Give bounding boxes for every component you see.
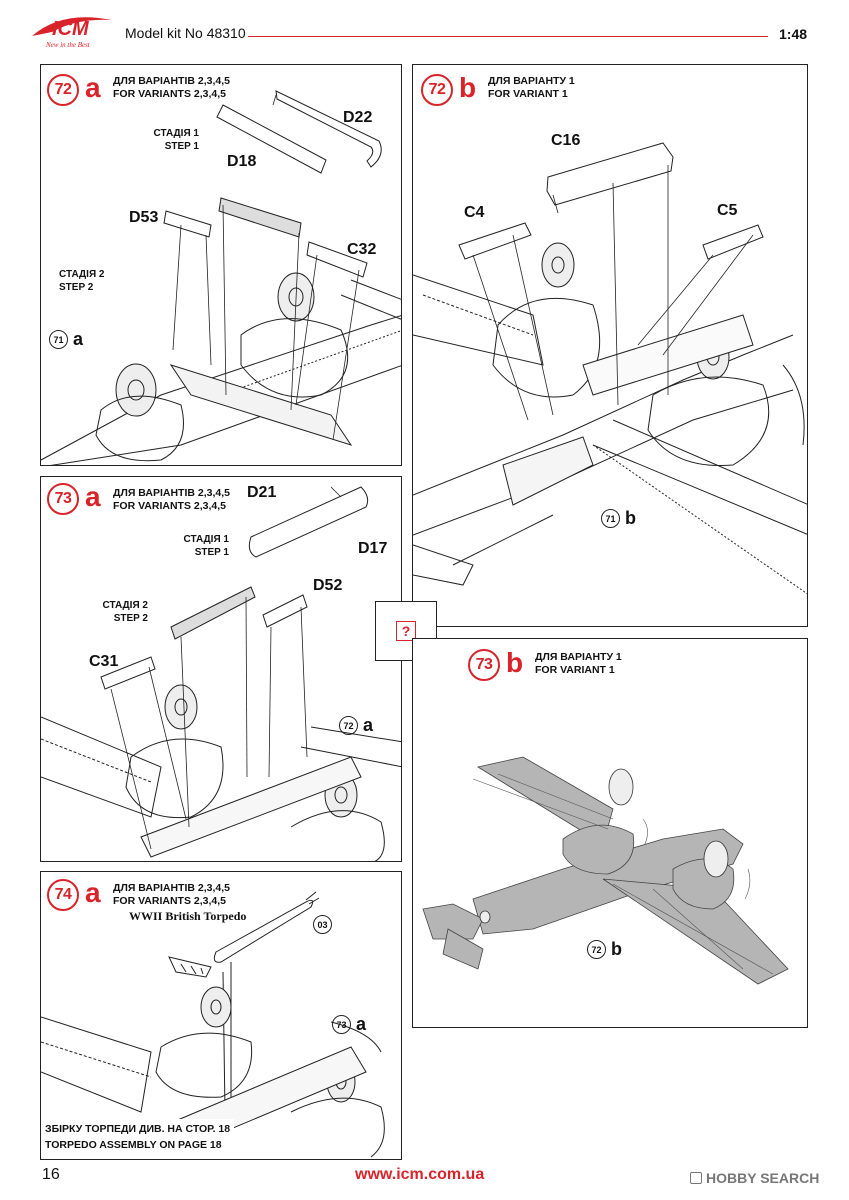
step-letter: b [459,72,477,103]
part-label-d52: D52 [313,577,343,594]
step-number-badge: 73 [468,649,500,681]
part-label-d53: D53 [129,209,159,226]
step-letter: a [85,72,101,103]
website-link[interactable]: www.icm.com.ua [355,1166,485,1183]
part-label-d18: D18 [227,153,257,170]
torpedo-label: WWII British Torpedo [129,909,247,923]
watermark-icon [690,1172,702,1184]
page-number: 16 [42,1166,60,1183]
part-label-c32: C32 [347,241,377,258]
part-label-d17: D17 [358,540,388,557]
step-letter: a [85,877,101,908]
part-label-c5: C5 [717,202,738,219]
icm-logo: ICM New in the Best [22,8,117,50]
step-letter: a [85,481,101,512]
part-label-d21: D21 [247,484,277,501]
step-73b-drawing [422,756,789,985]
part-label-c16: C16 [551,132,581,149]
step-number-badge: 74 [47,879,79,911]
hobby-search-watermark: HOBBY SEARCH [690,1170,819,1186]
header-rule [248,36,768,37]
part-label-c4: C4 [464,204,485,221]
step-72a-drawing [41,90,401,465]
step-number-badge: 72 [47,74,79,106]
model-kit-number: Model kit No 48310 [125,25,246,41]
svg-text:ICM: ICM [52,18,90,40]
part-label-d22: D22 [343,109,373,126]
step-73a-drawing [41,486,401,861]
check-box-frame: ? [375,601,437,661]
step-number-badge: 73 [47,483,79,515]
torpedo-reference: 03 [313,915,332,934]
question-mark-icon: ? [396,621,416,641]
scale-label: 1:48 [779,26,808,42]
step-number-badge: 72 [421,74,453,106]
step-letter: b [506,647,524,678]
part-label-c31: C31 [89,653,119,670]
step-72b-drawing [413,142,807,595]
svg-text:New in the Best: New in the Best [45,41,91,49]
